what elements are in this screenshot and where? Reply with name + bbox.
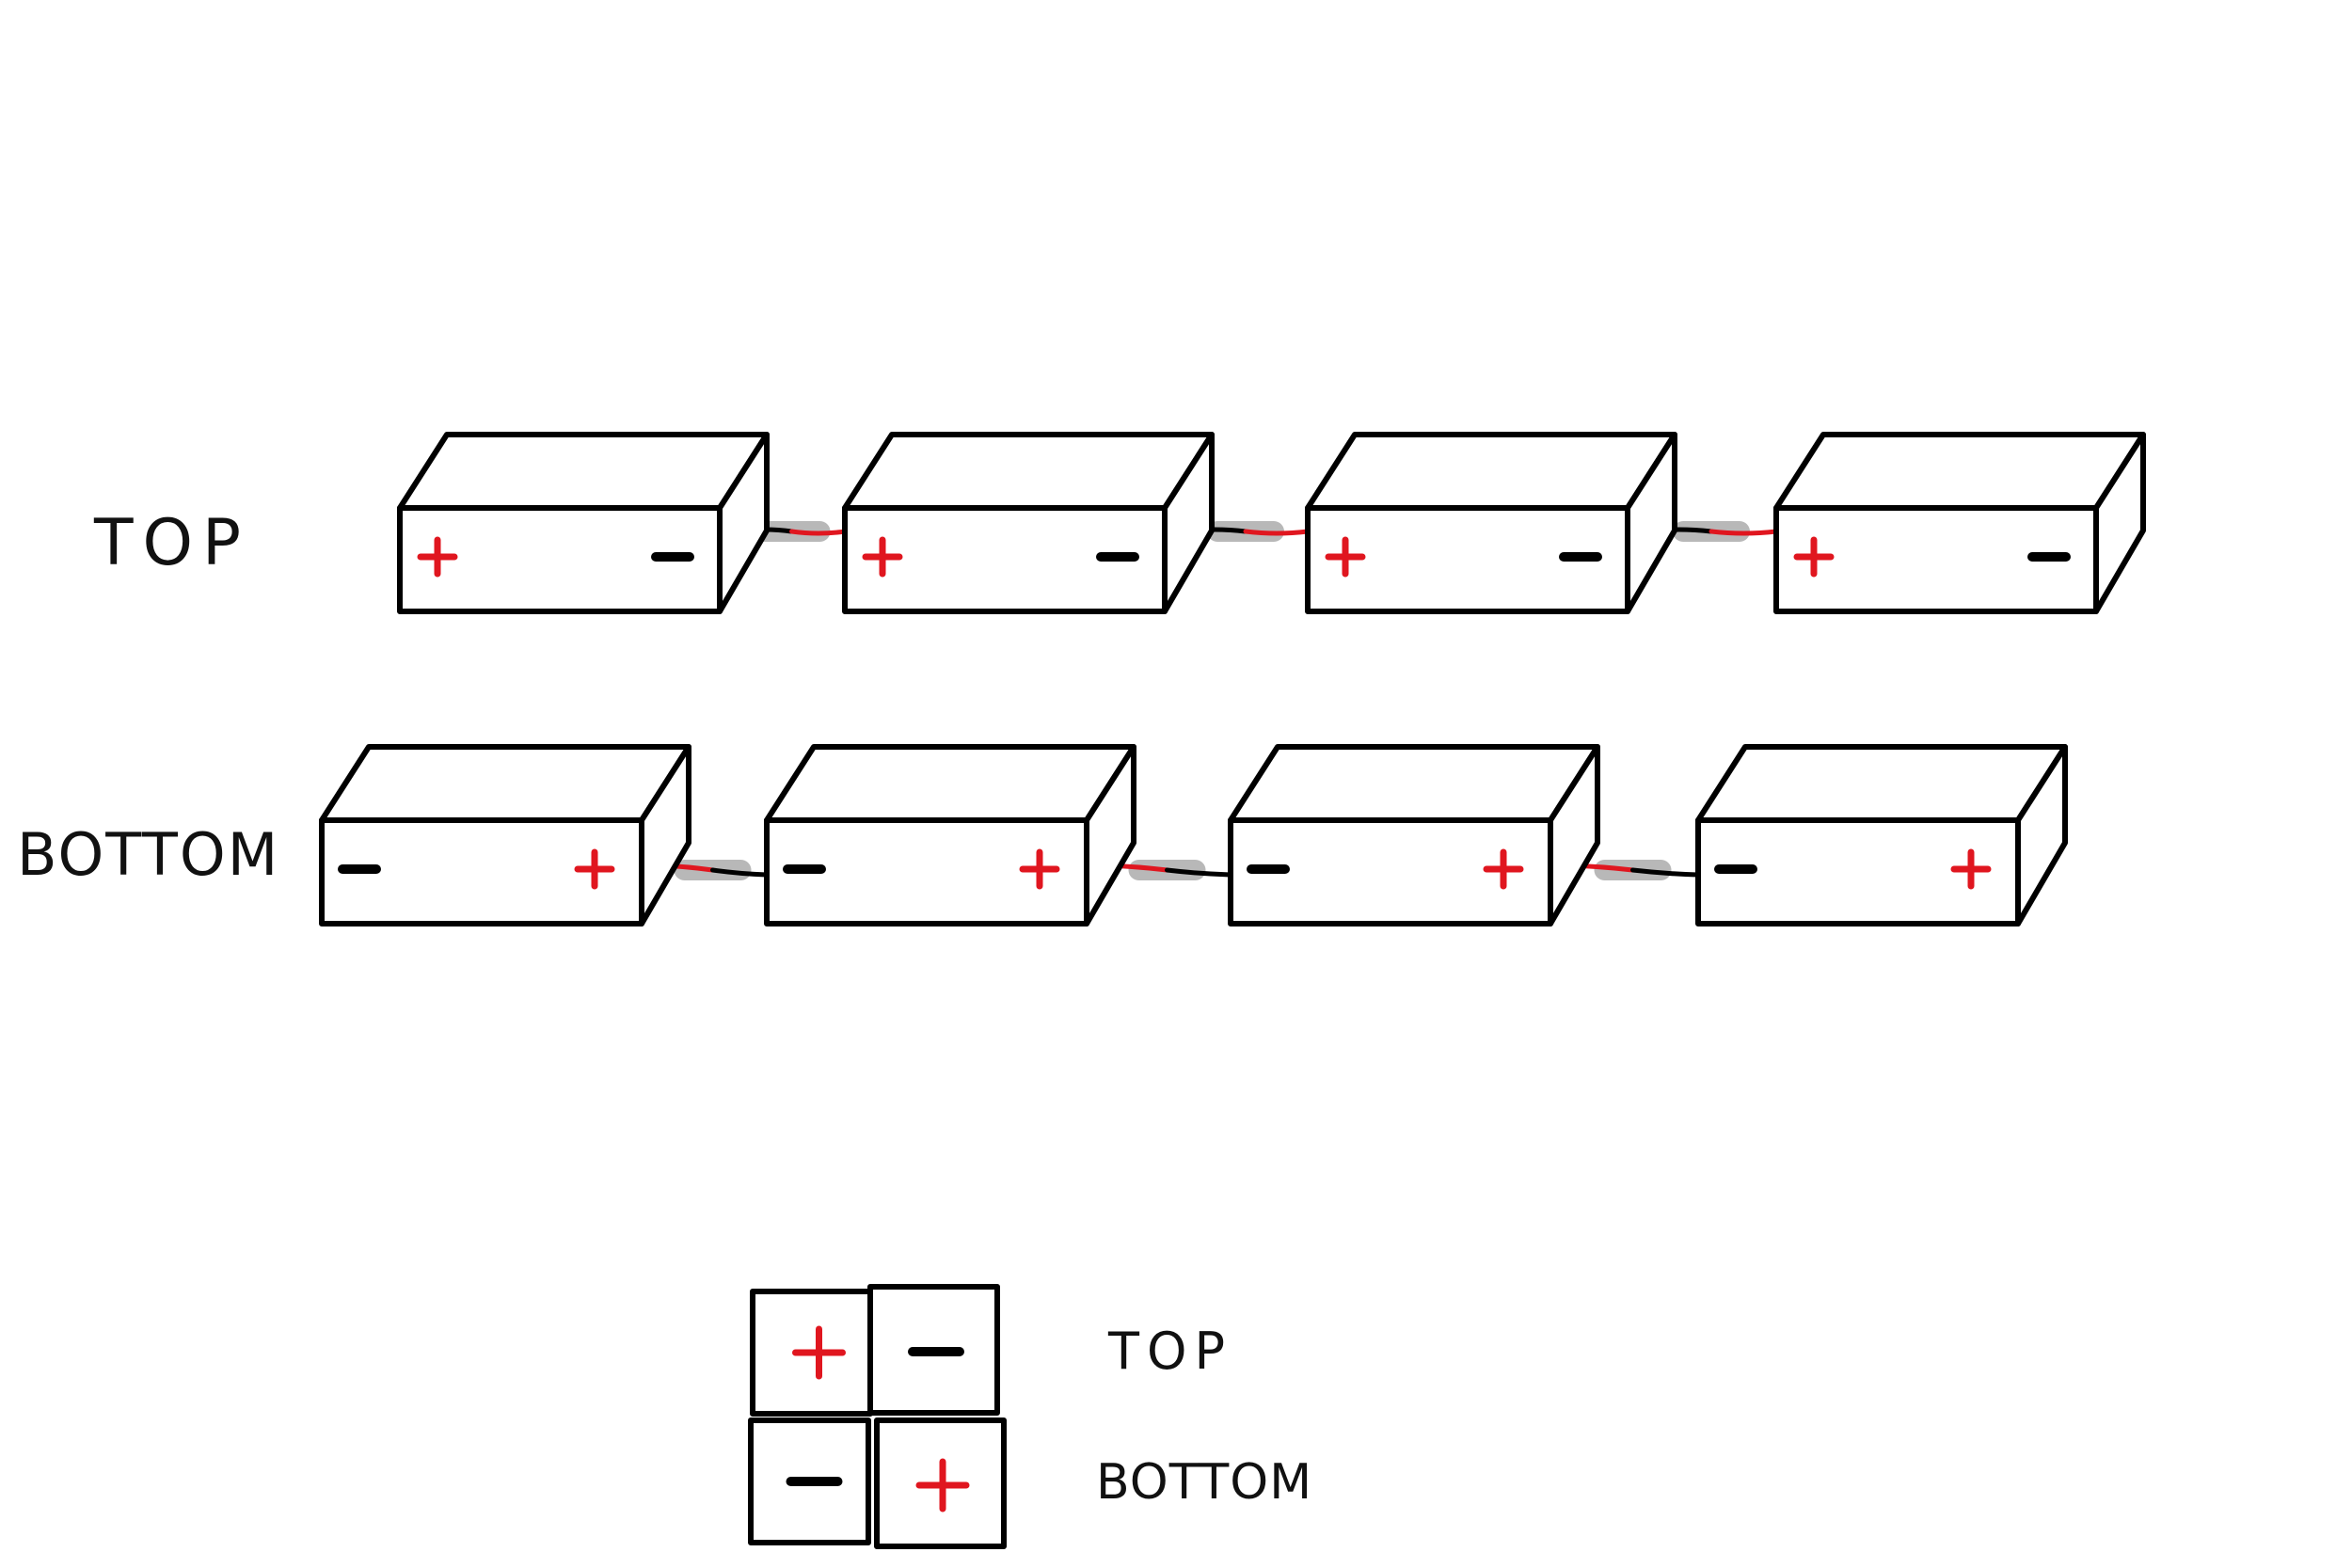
- battery-cells: [319, 432, 2146, 927]
- wire-connections: [656, 521, 1779, 880]
- legend-bottom-label: BOTTOM: [1096, 1454, 1312, 1511]
- top-cell-2: [842, 432, 1215, 614]
- legend-bottom-right-square: [874, 1418, 1007, 1549]
- legend-bottom-right-plus-icon: [915, 1458, 970, 1513]
- bottom-cell-3-right-plus-icon: [1483, 848, 1524, 890]
- bottom-row-label: BOTTOM: [17, 820, 279, 889]
- bottom-cell-2-right-plus-icon: [1019, 848, 1060, 890]
- legend-top-left-square: [750, 1289, 873, 1417]
- bottom-cell-2: [764, 744, 1136, 927]
- top-cell-1: [397, 432, 770, 614]
- legend-top-left-plus-icon: [792, 1325, 846, 1380]
- bottom-cell-1-right-plus-icon: [574, 848, 615, 890]
- top-row-label: TOP: [93, 506, 250, 580]
- legend-top-label: TOP: [1107, 1322, 1232, 1381]
- top-cell-1-left-plus-icon: [417, 536, 458, 578]
- top-cell-2-left-plus-icon: [862, 536, 903, 578]
- polarity-legend: [748, 1284, 1007, 1549]
- bottom-cell-4: [1695, 744, 2068, 927]
- bottom-wire-3: [1565, 860, 1701, 880]
- bottom-cell-1: [319, 744, 691, 927]
- top-cell-4-left-plus-icon: [1793, 536, 1835, 578]
- top-cell-3-left-plus-icon: [1325, 536, 1366, 578]
- top-cell-4: [1773, 432, 2146, 614]
- bottom-cell-4-right-plus-icon: [1950, 848, 1992, 890]
- top-cell-3: [1305, 432, 1677, 614]
- legend-bottom-left-square: [748, 1418, 871, 1545]
- bottom-cell-3: [1228, 744, 1600, 927]
- legend-top-right-square: [867, 1284, 1000, 1416]
